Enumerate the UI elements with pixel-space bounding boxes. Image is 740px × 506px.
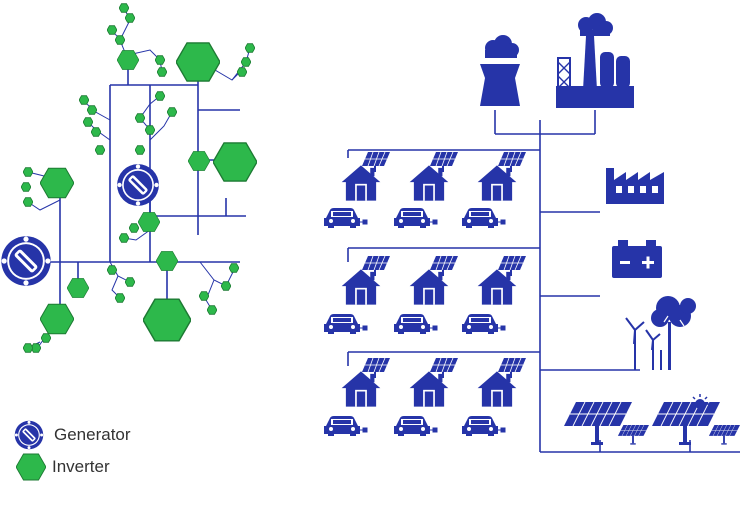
macrogrid-network (323, 13, 740, 453)
cooling-tower-icon (480, 35, 520, 106)
solar-farm-icon (563, 394, 740, 446)
legend-inverter: Inverter (14, 452, 110, 482)
inverter-hexagon-icon (16, 453, 46, 481)
microgrid-network (1, 3, 257, 353)
wind-turbine-icon (625, 296, 696, 370)
sun-icon (691, 394, 709, 409)
power-plant-icon (556, 13, 634, 108)
neighborhood-row-1 (323, 152, 526, 228)
macrogrid-wires (347, 110, 740, 453)
legend-inverter-label: Inverter (52, 457, 110, 476)
factory-icon (606, 168, 664, 204)
generator-icon (14, 420, 44, 450)
legend-generator: Generator (14, 420, 131, 450)
neighborhood-row-2 (323, 256, 526, 334)
neighborhood-row-3 (323, 358, 526, 436)
battery-icon (612, 240, 662, 278)
legend-generator-label: Generator (54, 425, 131, 444)
